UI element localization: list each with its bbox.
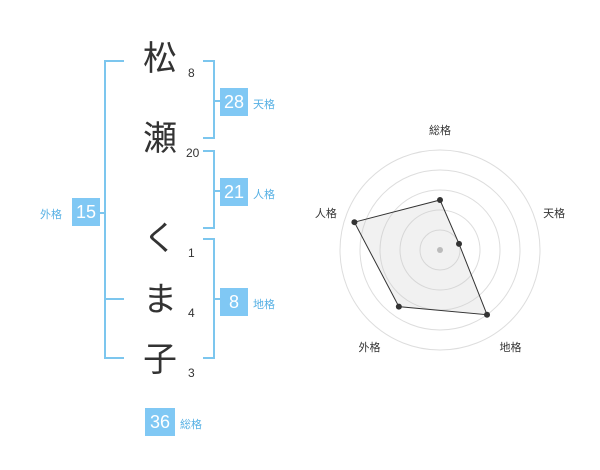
gaikaku-bracket-tick: [104, 298, 124, 300]
name-char-4: ま: [143, 280, 177, 320]
radar-axis-label: 人格: [315, 206, 337, 220]
chikaku-value: 8: [220, 288, 248, 316]
radar-axis-label: 天格: [543, 206, 565, 220]
radar-center-dot: [437, 247, 443, 253]
gaikaku-value: 15: [72, 198, 100, 226]
stroke-count-5: 3: [188, 366, 195, 380]
radar-point-2: [456, 240, 463, 247]
tenkaku-value: 28: [220, 88, 248, 116]
name-char-3: く: [143, 219, 177, 259]
soukaku-label: 総格: [180, 418, 202, 431]
radar-point-1: [437, 197, 443, 203]
jinkaku-connector: [214, 190, 220, 192]
radar-axis-label: 総格: [429, 123, 451, 137]
name-char-2: 瀬: [143, 119, 177, 159]
name-char-1: 松: [143, 39, 177, 79]
jinkaku-bracket: [203, 150, 215, 229]
jinkaku-value: 21: [220, 178, 248, 206]
radar-area: [353, 199, 488, 316]
name-char-5: 子: [143, 340, 177, 380]
gaikaku-connector: [98, 212, 106, 214]
radar-point-4: [395, 303, 402, 310]
stroke-count-2: 20: [186, 146, 200, 160]
chikaku-connector: [214, 298, 220, 300]
radar-point-3: [484, 311, 491, 318]
chikaku-label: 地格: [253, 298, 275, 311]
soukaku-value: 36: [145, 408, 175, 436]
tenkaku-connector: [214, 100, 220, 102]
stroke-count-1: 8: [188, 66, 195, 80]
radar-ring: [399, 209, 481, 291]
tenkaku-bracket: [203, 60, 215, 139]
gaikaku-label: 外格: [40, 208, 62, 221]
radar-ring: [339, 149, 541, 351]
radar-axis-label: 地格: [500, 340, 522, 354]
radar-point-5: [351, 219, 358, 226]
gaikaku-bracket: [104, 60, 124, 359]
stroke-count-4: 4: [188, 306, 195, 320]
stroke-count-3: 1: [188, 246, 195, 260]
radar-ring: [419, 229, 461, 271]
tenkaku-label: 天格: [253, 98, 275, 111]
radar-ring: [359, 169, 521, 331]
jinkaku-label: 人格: [253, 188, 275, 201]
radar-axis-label: 外格: [358, 340, 380, 354]
